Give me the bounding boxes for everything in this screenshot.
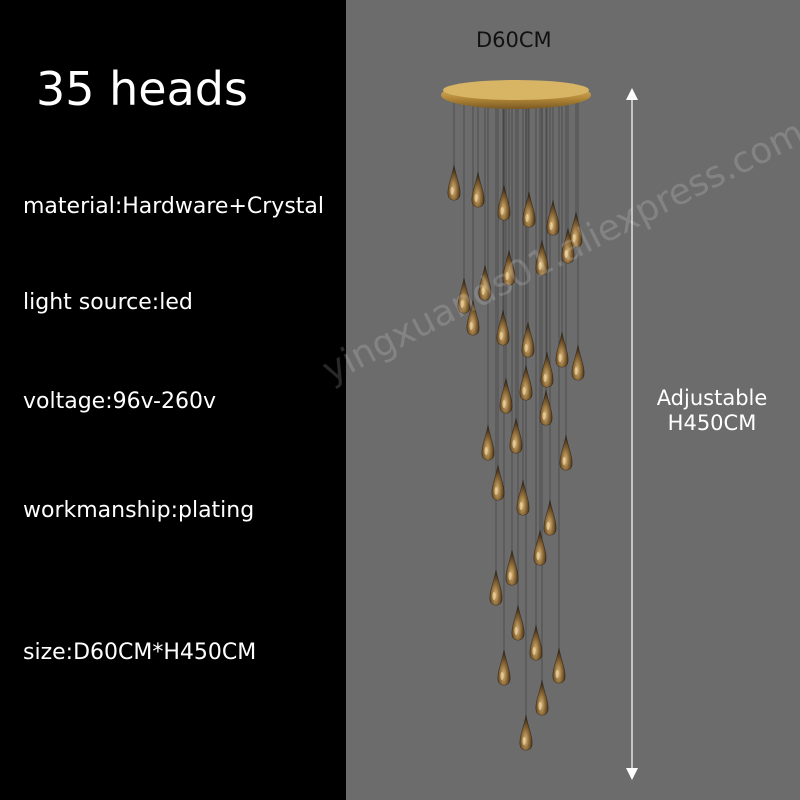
crystal-highlight [538,702,542,710]
spec-material: material:Hardware+Crystal [23,194,324,219]
crystal-drop [499,377,513,414]
crystal-drop [543,499,557,536]
height-arrow-bottom [626,768,638,780]
crystal-highlight [481,287,485,295]
crystal-highlight [519,502,523,510]
crystal-highlight [536,552,540,560]
crystal-drop [521,321,535,358]
crystal-drop [519,714,533,751]
heads-count-title: 35 heads [36,62,248,116]
crystal-highlight [558,354,562,362]
crystal-highlight [532,647,536,655]
crystal-highlight [474,194,478,202]
crystal-highlight [546,522,550,530]
crystal-highlight [500,207,504,215]
crystal-highlight [499,332,503,340]
product-photo: yingxuands01.aliexpress.com D60CM Adjust… [316,0,800,800]
crystal-drop [546,199,560,236]
crystal-highlight [512,440,516,448]
crystal-drop [571,344,585,381]
crystal-highlight [525,214,529,222]
crystal-drop [552,647,566,684]
crystal-highlight [574,367,578,375]
crystal-highlight [505,272,509,280]
crystal-drop [471,171,485,208]
crystal-highlight [564,250,568,258]
crystal-highlight [502,400,506,408]
crystal-highlight [549,222,553,230]
crystal-highlight [543,374,547,382]
crystal-drop [559,434,573,471]
crystal-drop [505,549,519,586]
chandelier-illustration [441,80,638,780]
crystal-highlight [469,322,473,330]
crystal-highlight [524,344,528,352]
crystal-drop [497,184,511,221]
crystal-highlight [508,572,512,580]
crystal-drop [489,569,503,606]
height-label: Adjustable H450CM [642,386,782,436]
crystal-drop [529,624,543,661]
crystal-highlight [494,487,498,495]
crystal-highlight [500,672,504,680]
crystal-drop [496,309,510,346]
crystal-drop [535,679,549,716]
height-label-line1: Adjustable [656,386,768,410]
spec-size: size:D60CM*H450CM [23,640,257,665]
spec-workmanship: workmanship:plating [23,498,255,523]
crystal-drop [511,604,525,641]
crystal-highlight [450,187,454,195]
crystal-highlight [522,737,526,745]
crystal-highlight [572,234,576,242]
crystal-highlight [514,627,518,635]
height-arrow-top [626,88,638,100]
spec-panel: 35 heads material:Hardware+Crystal light… [0,0,346,800]
crystal-drop [519,364,533,401]
crystal-drop [481,424,495,461]
crystal-highlight [555,670,559,678]
crystal-drop [497,649,511,686]
crystal-highlight [484,447,488,455]
spec-voltage: voltage:96v-260v [23,389,216,414]
crystal-highlight [460,300,464,308]
crystal-drop [491,464,505,501]
diameter-label: D60CM [476,28,552,52]
crystal-highlight [538,262,542,270]
crystal-drop [540,351,554,388]
crystal-highlight [542,412,546,420]
canopy-top [443,80,589,100]
crystal-drop [522,191,536,228]
crystal-highlight [492,592,496,600]
spec-light-source: light source:led [23,290,193,315]
crystal-drop [447,164,461,201]
crystal-drop [516,479,530,516]
crystal-highlight [562,457,566,465]
crystal-drops [447,164,585,751]
crystal-highlight [522,387,526,395]
height-label-line2: H450CM [667,411,757,435]
